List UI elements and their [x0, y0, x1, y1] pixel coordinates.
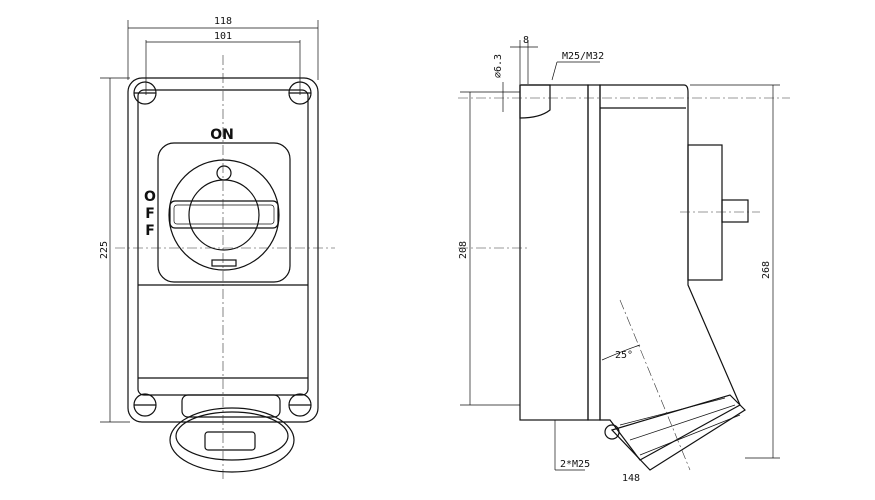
socket-side [610, 394, 746, 471]
switch-on-label: ON [210, 127, 234, 143]
dim-total-height: 268 [761, 261, 772, 279]
switch-off-letter: F [145, 206, 155, 222]
dim-mount-height: 208 [458, 241, 469, 259]
cover-side [599, 84, 741, 461]
dim-height: 225 [99, 241, 110, 259]
socket-angle: 25° [615, 350, 633, 361]
cable-entry-bottom: 2*M25 [560, 459, 590, 470]
dim-mount-width: 101 [214, 31, 232, 42]
switch-dial [168, 159, 280, 271]
switch-plate [157, 142, 291, 283]
dim-entry-offset: 8 [523, 35, 529, 46]
socket-front [169, 394, 295, 473]
switch-handle [169, 200, 279, 229]
switch-knob-side [687, 144, 723, 281]
mounting-screws [133, 81, 312, 417]
side-view: 8 M25/M32 ⌀6.3 208 268 25° 2*M25 148 [458, 35, 790, 484]
cable-entry-top: M25/M32 [562, 51, 604, 62]
dim-overall-width: 118 [214, 16, 232, 27]
enclosure-back [519, 84, 589, 421]
dim-hole-diameter: ⌀6.3 [493, 54, 504, 78]
lock-icon [216, 165, 232, 181]
dim-depth: 148 [622, 473, 640, 484]
switch-off-letter: F [145, 223, 155, 239]
front-view: 118 101 225 ON O F F [99, 16, 335, 480]
switch-off-letter: O [144, 189, 156, 205]
